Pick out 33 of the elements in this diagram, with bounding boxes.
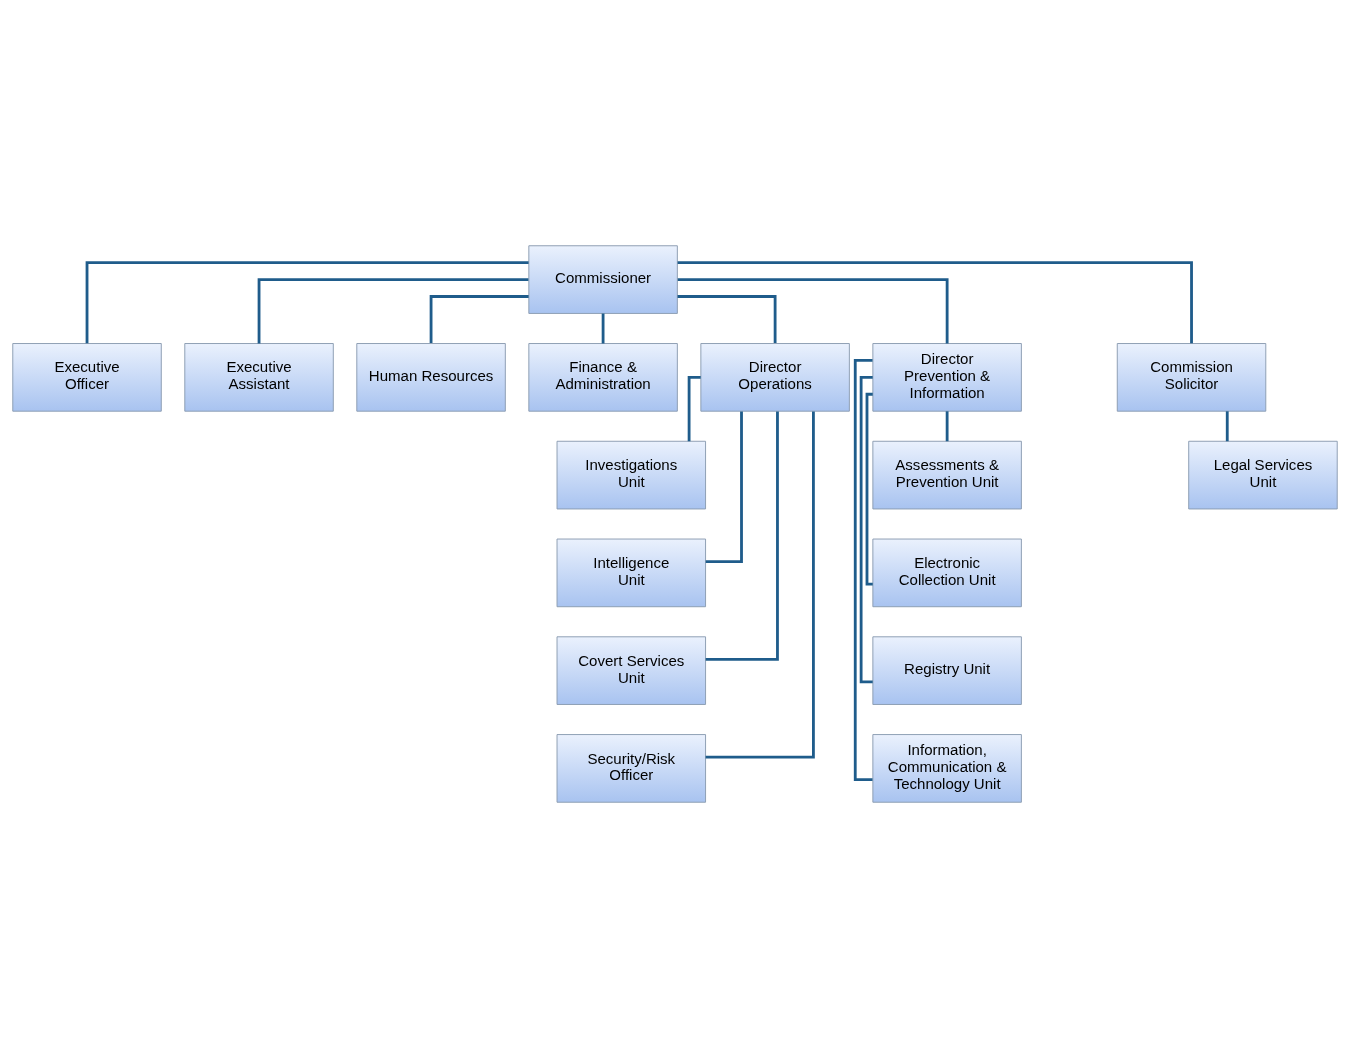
node-box: Information, Communication & Technology Unit bbox=[872, 733, 1022, 803]
connector bbox=[859, 375, 873, 683]
connector bbox=[677, 294, 777, 343]
connector bbox=[677, 277, 949, 343]
node-box: Commission Solicitor bbox=[1116, 342, 1267, 412]
connector bbox=[687, 375, 701, 441]
connector bbox=[865, 392, 873, 586]
node-box: Human Resources bbox=[356, 342, 506, 412]
connector bbox=[1225, 410, 1229, 441]
connector bbox=[853, 358, 873, 781]
node-box: Registry Unit bbox=[872, 635, 1022, 705]
connector bbox=[705, 410, 779, 661]
node-box: Legal Services Unit bbox=[1188, 440, 1338, 509]
node-box: Director Operations bbox=[700, 342, 850, 412]
node-box: Executive Officer bbox=[12, 342, 162, 412]
connector bbox=[677, 260, 1193, 343]
connector bbox=[705, 410, 815, 759]
node-box: Intelligence Unit bbox=[556, 538, 706, 607]
node-box: Assessments & Prevention Unit bbox=[872, 440, 1022, 509]
connector bbox=[945, 410, 949, 441]
node-box: Investigations Unit bbox=[556, 440, 706, 509]
node-box: Covert Services Unit bbox=[556, 635, 706, 705]
connector bbox=[429, 294, 529, 343]
node-box: Commissioner bbox=[528, 244, 678, 314]
connector bbox=[85, 260, 529, 343]
connector bbox=[705, 411, 743, 563]
connector bbox=[601, 313, 605, 343]
connector bbox=[257, 277, 529, 343]
node-box: Security/Risk Officer bbox=[556, 733, 706, 803]
node-box: Finance & Administration bbox=[528, 342, 678, 412]
node-box: Electronic Collection Unit bbox=[872, 538, 1022, 607]
node-box: Executive Assistant bbox=[184, 342, 334, 412]
node-box: Director Prevention & Information bbox=[872, 342, 1022, 412]
